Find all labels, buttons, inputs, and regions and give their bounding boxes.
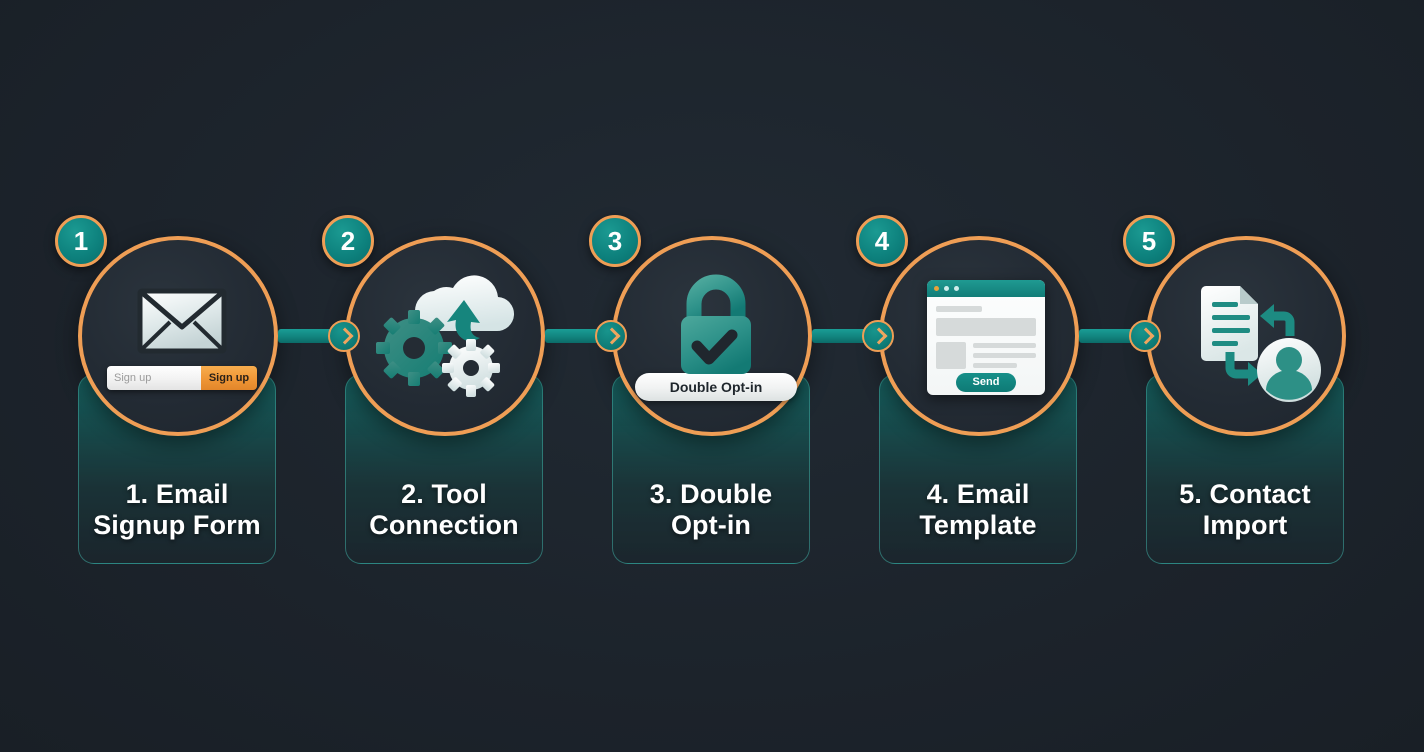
- step-circle: Sign up Sign up 1: [55, 215, 278, 436]
- step-number-badge: 4: [856, 215, 908, 267]
- step-number-badge: 2: [322, 215, 374, 267]
- window-dot-close-icon: [934, 286, 939, 291]
- step-number-badge: 1: [55, 215, 107, 267]
- step-label: 2. Tool Connection: [369, 479, 519, 540]
- placeholder-line: [936, 306, 982, 312]
- step-5[interactable]: 5. Contact Import: [1123, 215, 1346, 566]
- step-icon-area: [1150, 240, 1350, 440]
- step-label: 5. Contact Import: [1179, 479, 1311, 540]
- step-icon-area: [616, 240, 816, 440]
- placeholder-line: [973, 363, 1017, 368]
- step-1[interactable]: 1. Email Signup Form: [55, 215, 360, 566]
- window-title-bar: [927, 280, 1045, 297]
- connector-arrow-1: [278, 320, 360, 352]
- step-circle: 2: [322, 215, 545, 436]
- email-template-window-icon: Send: [927, 280, 1045, 395]
- step-circle: Double Opt-in 3: [589, 215, 812, 436]
- window-dot-minimize-icon: [944, 286, 949, 291]
- lock-check-icon: [681, 274, 751, 374]
- connector-arrow-2: [545, 320, 627, 352]
- placeholder-line: [973, 343, 1036, 348]
- step-4[interactable]: 4. Email Template Send: [856, 215, 1161, 566]
- step-label: 4. Email Template: [919, 479, 1037, 540]
- signup-button[interactable]: Sign up: [201, 366, 257, 390]
- step-circle: Send 4: [856, 215, 1079, 436]
- step-3[interactable]: 3. Double Opt-in: [589, 215, 894, 566]
- step-label: 3. Double Opt-in: [649, 479, 773, 540]
- chevron-right-icon: [1129, 320, 1161, 352]
- window-dot-maximize-icon: [954, 286, 959, 291]
- connector-bar: [1079, 329, 1141, 343]
- chevron-right-icon: [595, 320, 627, 352]
- connector-bar: [812, 329, 874, 343]
- step-icon-area: [349, 240, 549, 440]
- placeholder-block: [936, 318, 1036, 336]
- connector-arrow-4: [1079, 320, 1161, 352]
- step-number-badge: 3: [589, 215, 641, 267]
- chevron-right-icon: [328, 320, 360, 352]
- envelope-icon: [137, 288, 227, 354]
- step-2[interactable]: 2. Tool Connection: [322, 215, 627, 566]
- signup-input[interactable]: Sign up: [107, 366, 201, 390]
- chevron-right-icon: [862, 320, 894, 352]
- double-optin-badge: Double Opt-in: [635, 373, 797, 401]
- connector-bar: [278, 329, 340, 343]
- placeholder-line: [973, 353, 1036, 358]
- step-icon-area: [82, 240, 282, 440]
- cloud-gears-icon: [376, 275, 515, 397]
- step-circle: 5: [1123, 215, 1346, 436]
- step-label: 1. Email Signup Form: [93, 479, 261, 540]
- send-button[interactable]: Send: [956, 373, 1016, 392]
- connector-arrow-3: [812, 320, 894, 352]
- workflow-steps: 1. Email Signup Form: [55, 215, 1348, 566]
- signup-form[interactable]: Sign up Sign up: [107, 366, 257, 390]
- step-number-badge: 5: [1123, 215, 1175, 267]
- connector-bar: [545, 329, 607, 343]
- placeholder-image: [936, 342, 966, 369]
- document-contact-import-icon: [1201, 286, 1321, 402]
